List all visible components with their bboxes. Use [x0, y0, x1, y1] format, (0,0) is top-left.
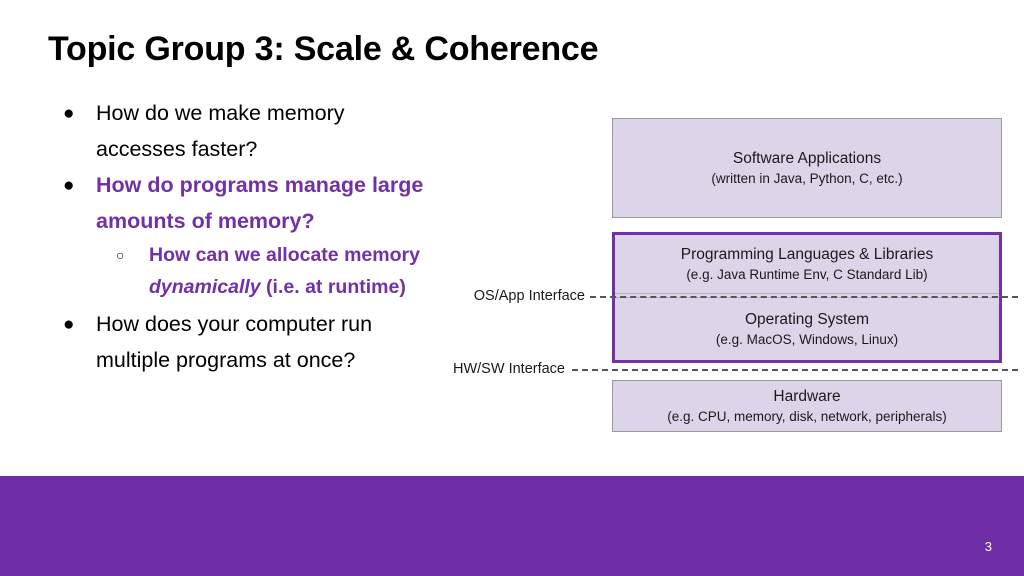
- sub-bullet-item-allocate-memory-cont: dynamically (i.e. at runtime): [52, 272, 522, 303]
- layer-title: Hardware: [773, 387, 841, 405]
- bullet-text-line-2: multiple programs at once?: [96, 348, 356, 372]
- layer-title: Programming Languages & Libraries: [680, 245, 934, 263]
- bullet-marker-disc: ●: [63, 175, 75, 196]
- stack-layer-software-applications: Software Applications (written in Java, …: [612, 118, 1002, 218]
- os-app-interface-line: [590, 296, 1018, 298]
- page-title: Topic Group 3: Scale & Coherence: [48, 30, 599, 68]
- bullet-text-line-2: accesses faster?: [96, 137, 258, 161]
- bullet-list: ● How do we make memory accesses faster?…: [52, 96, 522, 379]
- system-stack-diagram: Software Applications (written in Java, …: [453, 118, 1018, 432]
- layer-subtitle: (written in Java, Python, C, etc.): [711, 170, 903, 186]
- sub-bullet-text-emphasis: dynamically: [149, 276, 261, 298]
- bullet-item-memory-speed-cont: accesses faster?: [52, 132, 522, 167]
- hw-sw-interface-line: [572, 369, 1018, 371]
- bullet-item-manage-memory-cont: amounts of memory?: [52, 204, 522, 239]
- bullet-item-multiprogramming-cont: multiple programs at once?: [52, 343, 522, 378]
- layer-title: Software Applications: [732, 149, 882, 167]
- bullet-text-line-2: amounts of memory?: [96, 209, 315, 233]
- hw-sw-interface-label: HW/SW Interface: [453, 361, 565, 377]
- layer-title: Operating System: [744, 310, 870, 328]
- bullet-text-line-1: How does your computer run: [96, 312, 373, 336]
- layer-subtitle: (e.g. CPU, memory, disk, network, periph…: [667, 408, 947, 424]
- page-number: 3: [984, 539, 992, 554]
- sub-bullet-item-allocate-memory: ○ How can we allocate memory: [52, 240, 522, 271]
- footer-bar: 3: [0, 476, 1024, 576]
- os-app-interface-label: OS/App Interface: [473, 288, 585, 304]
- stack-layer-programming-languages: Programming Languages & Libraries (e.g. …: [615, 235, 999, 294]
- stack-layer-operating-system: Operating System (e.g. MacOS, Windows, L…: [615, 297, 999, 360]
- layer-subtitle: (e.g. Java Runtime Env, C Standard Lib): [686, 266, 928, 282]
- bullet-text-line-1: How do programs manage large: [96, 173, 424, 197]
- bullet-marker-disc: ●: [63, 103, 75, 124]
- stack-layer-hardware: Hardware (e.g. CPU, memory, disk, networ…: [612, 380, 1002, 432]
- sub-bullet-text-line-1: How can we allocate memory: [149, 244, 420, 266]
- bullet-marker-circle: ○: [116, 247, 125, 263]
- bullet-text-line-1: How do we make memory: [96, 101, 345, 125]
- sub-bullet-text-line-2: (i.e. at runtime): [260, 276, 406, 298]
- bullet-item-manage-memory: ● How do programs manage large: [52, 168, 522, 203]
- bullet-item-multiprogramming: ● How does your computer run: [52, 307, 522, 342]
- bullet-marker-disc: ●: [63, 314, 75, 335]
- bullet-item-memory-speed: ● How do we make memory: [52, 96, 522, 131]
- layer-subtitle: (e.g. MacOS, Windows, Linux): [715, 331, 899, 347]
